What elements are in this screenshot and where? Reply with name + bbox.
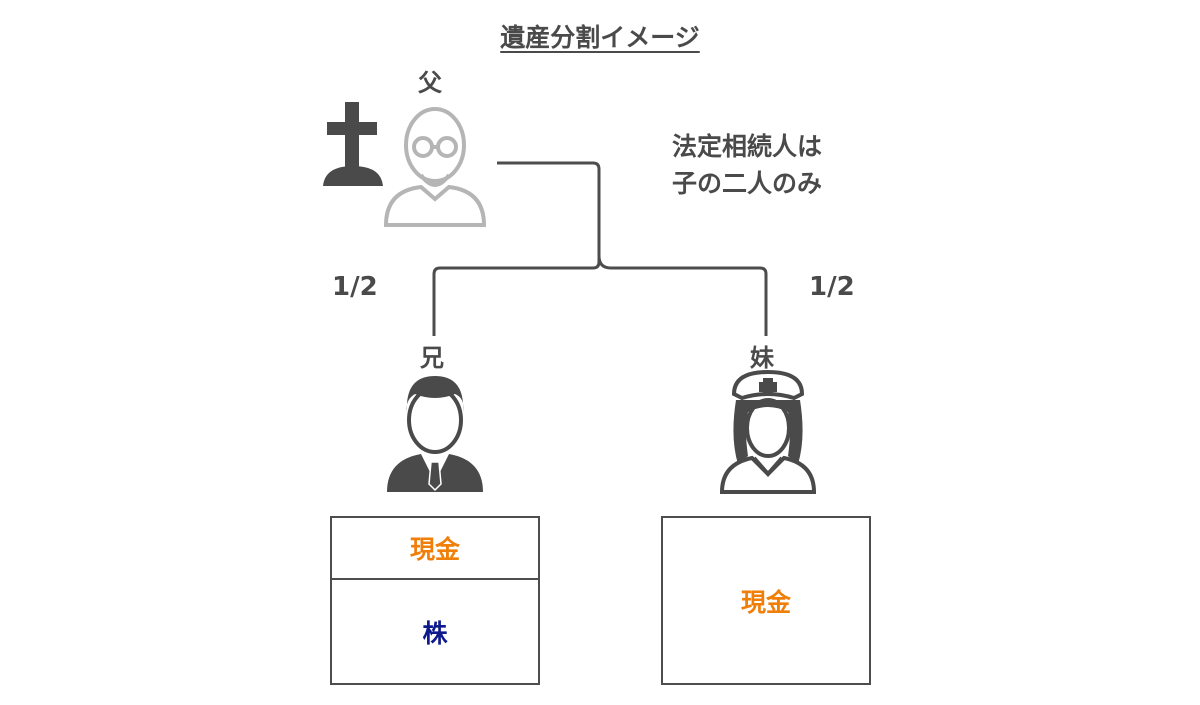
heirs-note-line2: 子の二人のみ [672,169,823,198]
sister-label: 妹 [750,344,774,372]
heirs-note: 法定相続人は 子の二人のみ [672,128,822,202]
elderly-man-icon [383,107,487,227]
sister-asset-cash-label: 現金 [740,587,791,617]
businessman-icon [387,376,483,492]
sister-share: 1/2 [809,272,855,302]
brother-label: 兄 [420,344,444,372]
brother-asset-cash: 現金 [332,518,538,580]
brother-assets-box: 現金 株 [330,516,540,685]
nurse-icon [719,369,817,494]
brother-share: 1/2 [332,272,378,302]
grave-cross-icon [323,102,383,186]
diagram-title: 遺産分割イメージ [500,23,700,52]
sister-asset-cash: 現金 [663,518,869,683]
brother-asset-stock: 株 [332,580,538,683]
brother-asset-cash-label: 現金 [409,535,460,564]
brother-asset-stock-label: 株 [422,618,448,648]
sister-assets-box: 現金 [661,516,871,685]
heirs-note-line1: 法定相続人は [672,132,823,161]
father-label: 父 [418,69,442,97]
